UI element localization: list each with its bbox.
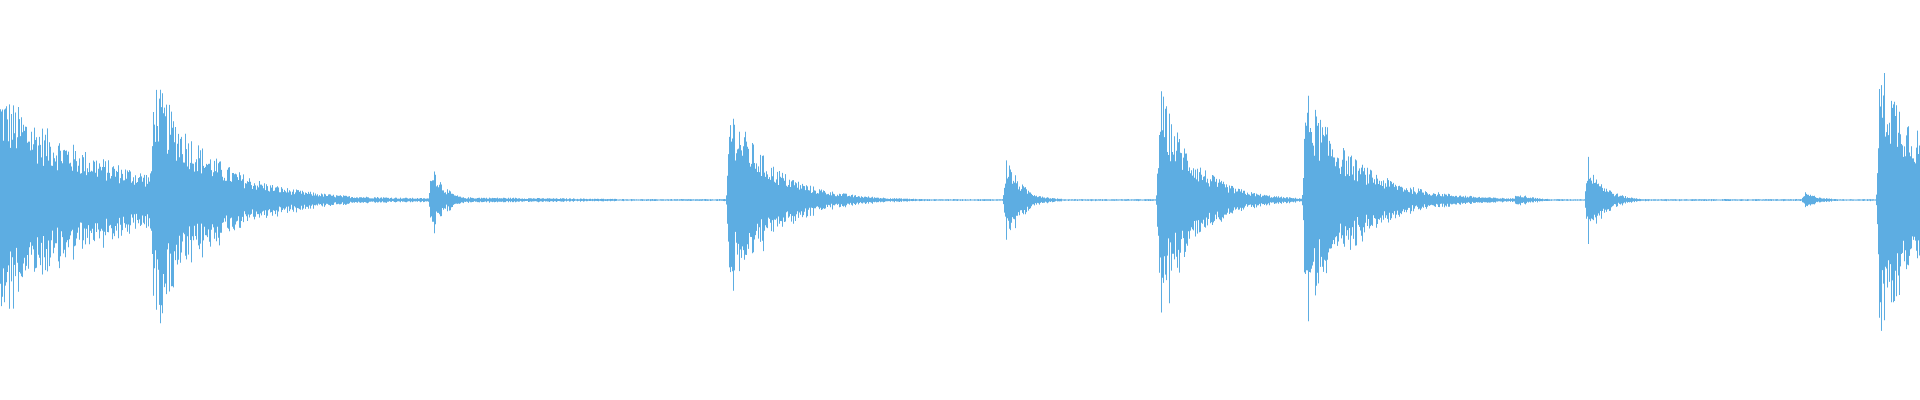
- waveform-signal: [0, 73, 1920, 331]
